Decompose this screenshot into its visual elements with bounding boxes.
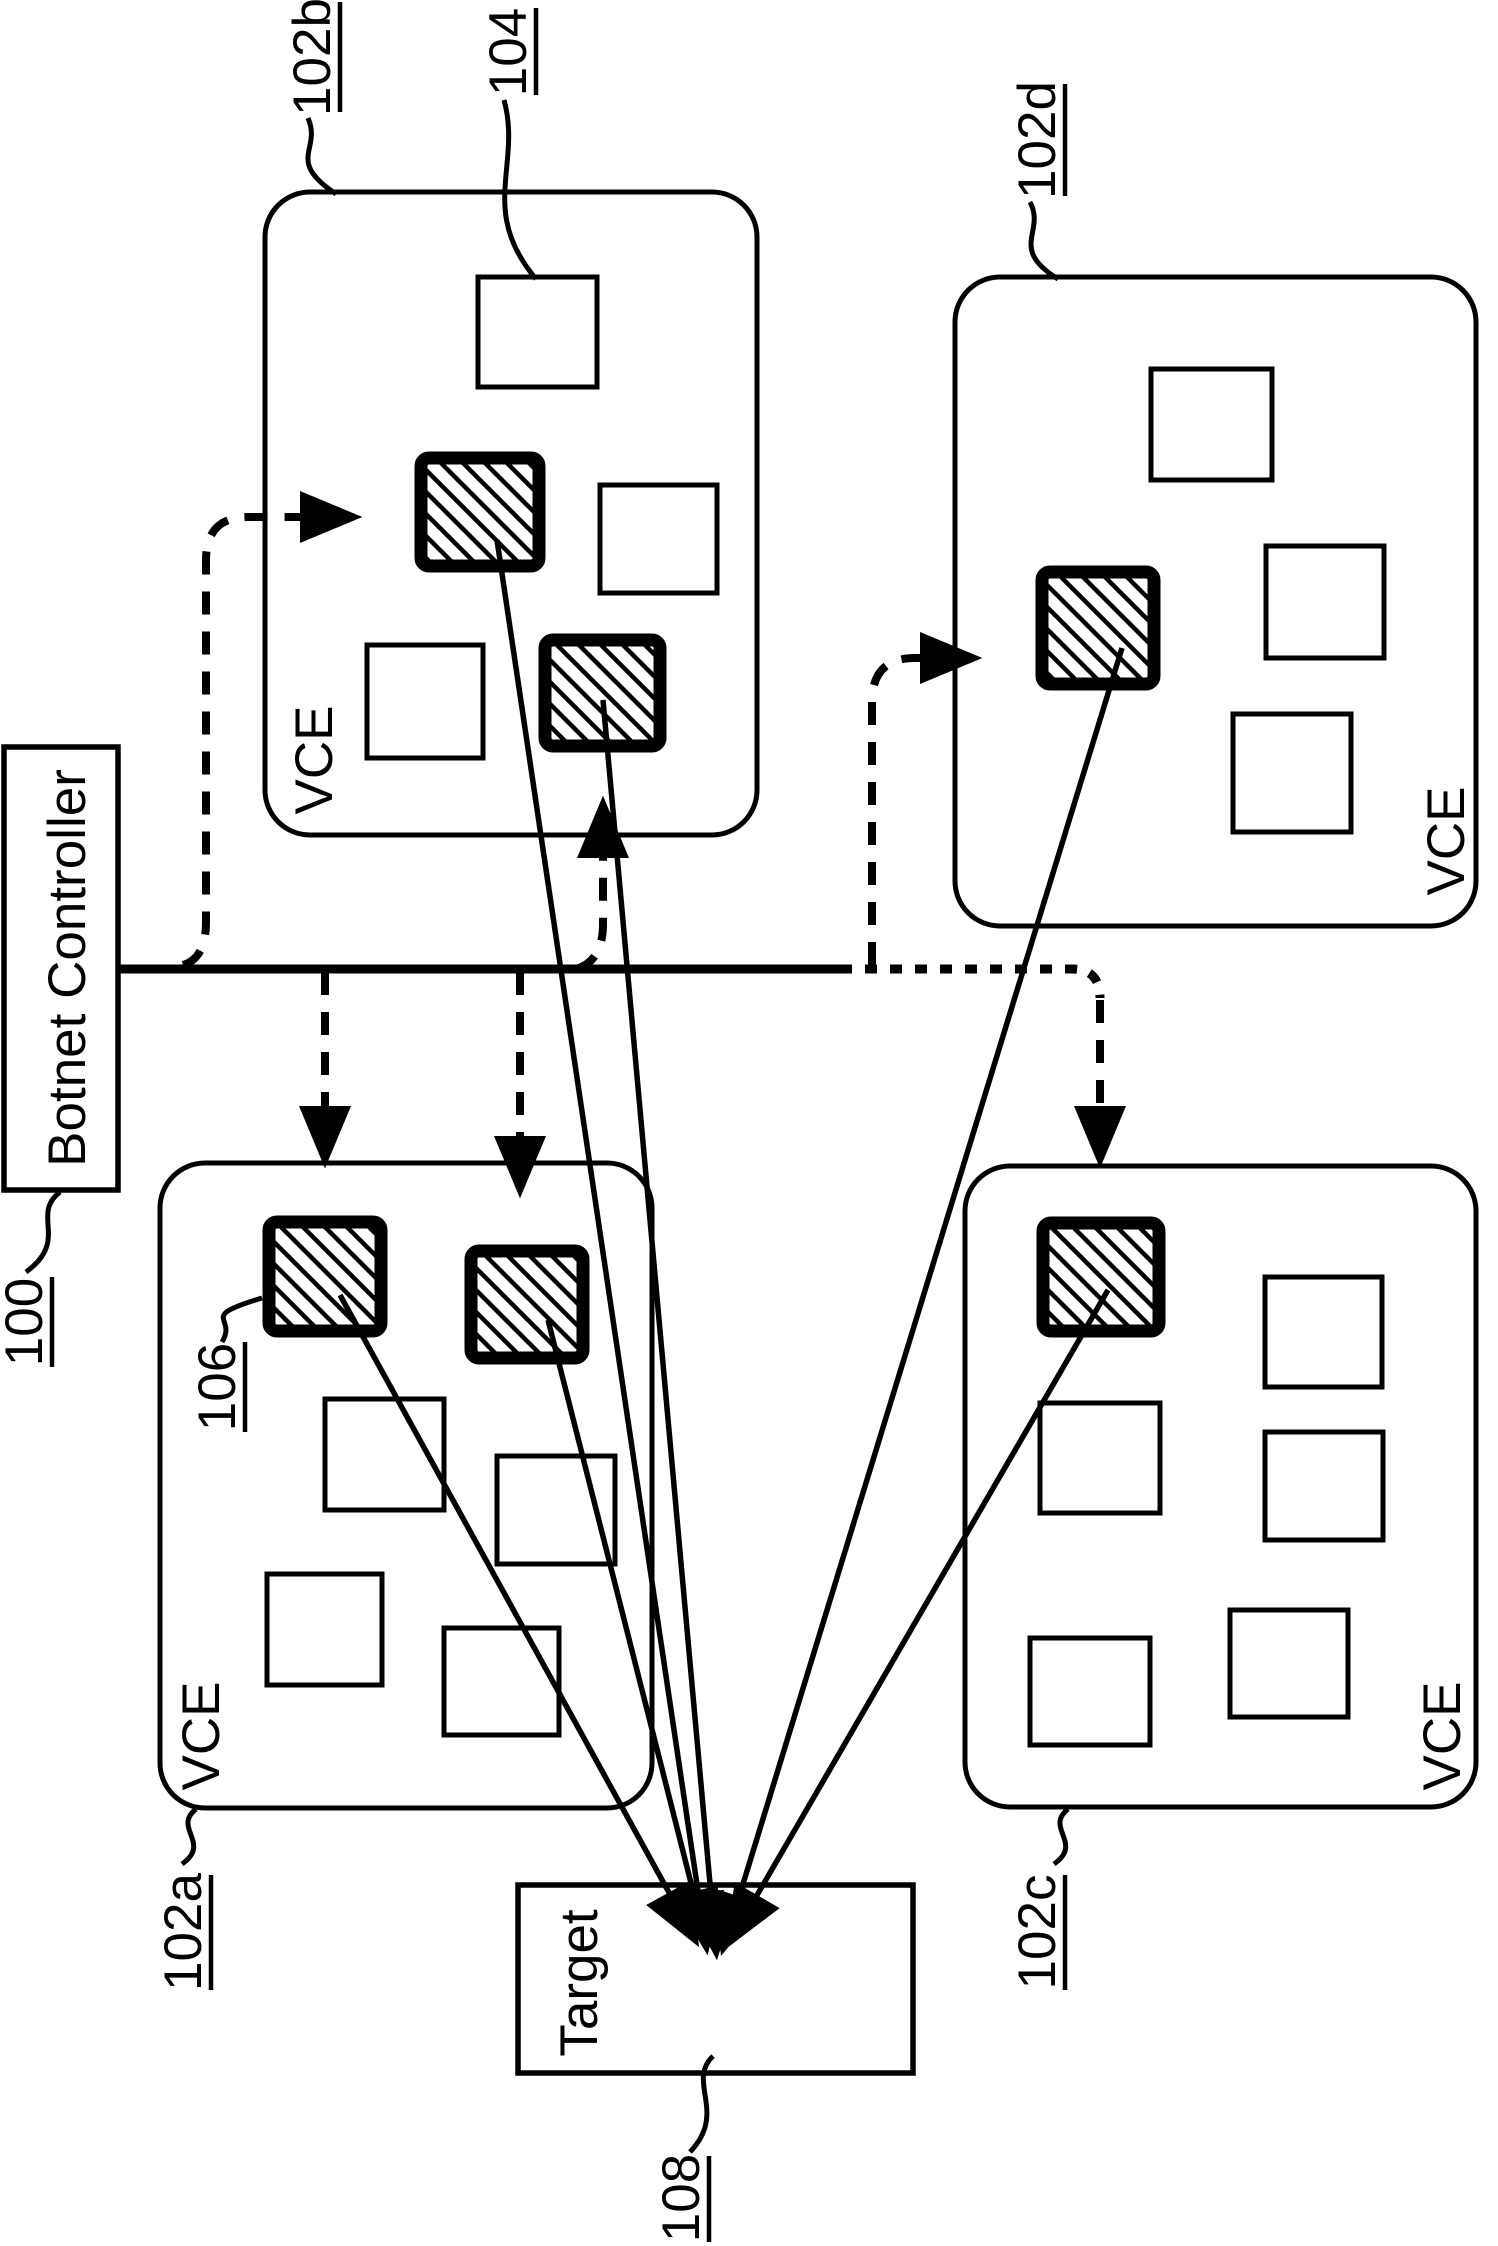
ref-102d-lead-line xyxy=(1027,200,1060,282)
compute-instance-square xyxy=(1262,1274,1385,1390)
botnet-controller-box xyxy=(1,744,121,1193)
compute-instance-square xyxy=(475,274,600,390)
ref-102d: 102d xyxy=(1008,81,1067,199)
ref-102b: 102b xyxy=(283,0,342,116)
attack-line-102a-bot1 xyxy=(337,1293,700,1948)
attack-line-102b-bot2 xyxy=(600,699,738,1961)
command-line-to-102d-bot xyxy=(868,632,983,965)
compute-instance-square xyxy=(322,1396,447,1513)
compute-instance-square xyxy=(1262,1429,1386,1543)
ref-104: 104 xyxy=(479,8,538,96)
vce-label: VCE xyxy=(172,1682,231,1791)
ref-102a: 102a xyxy=(154,1873,213,1991)
compute-instance-square xyxy=(1148,366,1275,483)
vce-102a: VCE xyxy=(157,1160,655,1811)
reference-numerals: 102b 104 102d 100 106 102a 102c 108 xyxy=(0,0,1070,2242)
ref-102c: 102c xyxy=(1008,1875,1067,1990)
ref-106-lead-line xyxy=(219,1295,263,1344)
command-and-control-links xyxy=(117,491,1126,1199)
compute-instance-square xyxy=(1230,711,1354,835)
compute-instance-square xyxy=(364,642,486,761)
bot-instance-square xyxy=(1035,565,1161,691)
compute-instance-square xyxy=(597,482,720,596)
bot-instance-square xyxy=(414,451,546,573)
attack-lines xyxy=(337,539,1125,1961)
compute-instance-square xyxy=(1027,1635,1153,1748)
vce-label: VCE xyxy=(285,706,344,815)
ref-104-lead-line xyxy=(501,99,538,281)
ref-108-lead-line xyxy=(688,2054,715,2154)
vce-102d: VCE xyxy=(952,274,1479,929)
command-line-to-102b-bot2 xyxy=(574,795,629,973)
bot-instance-square xyxy=(262,1215,388,1338)
ref-100-lead-line xyxy=(24,1190,62,1275)
attack-line-102b-bot1 xyxy=(494,539,725,1956)
compute-instance-square xyxy=(1263,543,1387,661)
attack-line-102a-bot2 xyxy=(545,1319,719,1953)
bot-instance-square xyxy=(538,633,667,753)
attack-line-102d-bot xyxy=(714,647,1125,1956)
target: Target xyxy=(515,1882,916,2076)
command-line-to-102b-bot1 xyxy=(181,491,363,969)
ref-100: 100 xyxy=(0,1278,54,1366)
compute-instance-square xyxy=(441,1625,562,1738)
bot-instance-square xyxy=(464,1244,590,1365)
vce-102b: VCE xyxy=(262,189,760,838)
ref-102c-lead-line xyxy=(1052,1807,1070,1867)
vce-label: VCE xyxy=(1417,787,1476,896)
target-label: Target xyxy=(550,1909,609,2057)
ref-108: 108 xyxy=(652,2154,711,2242)
controller-bus-dotted xyxy=(840,964,1105,999)
vce-label: VCE xyxy=(1413,1682,1472,1791)
compute-instance-square xyxy=(1037,1400,1163,1516)
compute-instance-square xyxy=(264,1571,385,1688)
ref-106: 106 xyxy=(188,1343,247,1431)
bot-instance-square xyxy=(1036,1216,1166,1338)
ref-102a-lead-line xyxy=(180,1807,198,1867)
attack-line-102c-bot xyxy=(725,1288,1111,1949)
ref-102b-lead-line xyxy=(305,117,338,197)
botnet-controller-label: Botnet Controller xyxy=(38,769,97,1167)
compute-instance-square xyxy=(1227,1607,1351,1720)
botnet-controller: Botnet Controller xyxy=(1,744,121,1193)
vce-102c: VCE xyxy=(962,1163,1479,1810)
